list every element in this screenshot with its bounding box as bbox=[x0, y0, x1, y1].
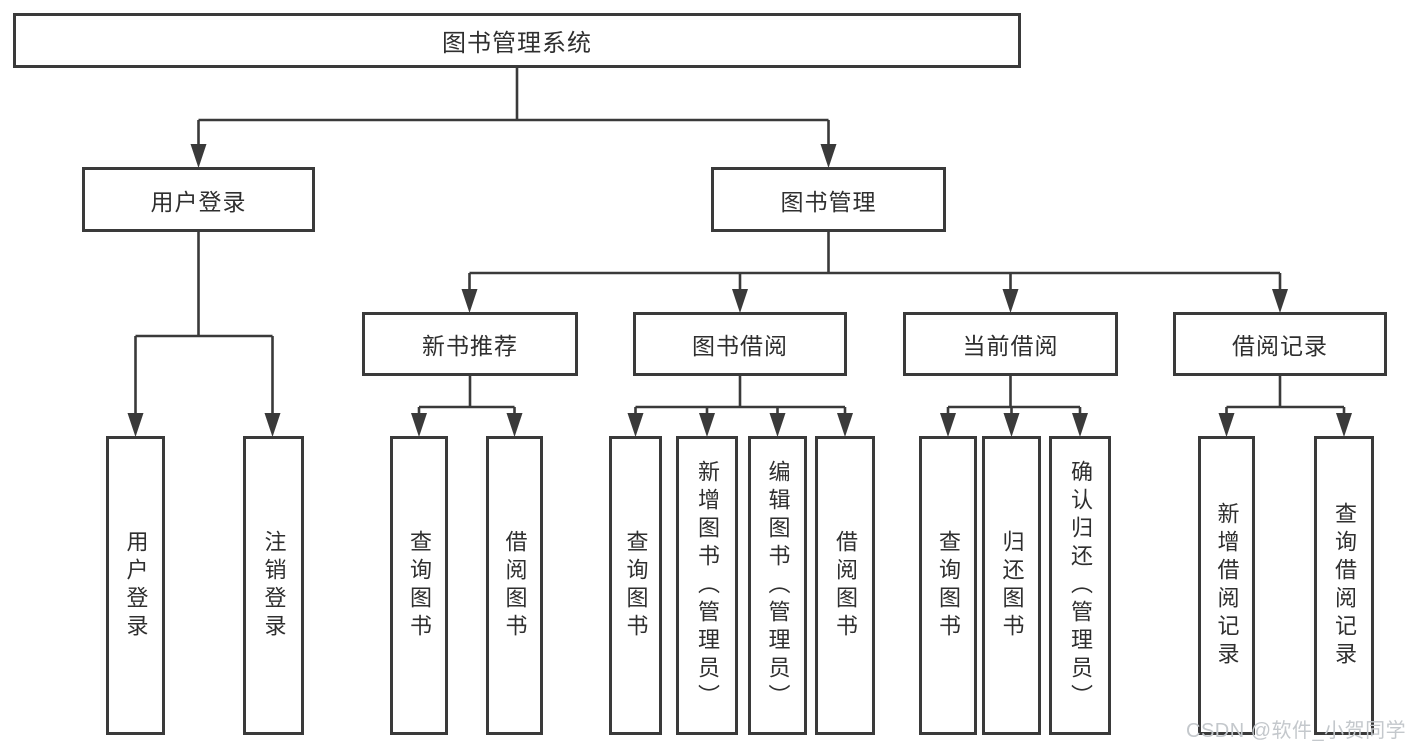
node-root: 图书管理系统 bbox=[13, 13, 1021, 68]
leaf-logout-label: 注销登录 bbox=[261, 529, 287, 642]
watermark: CSDN @软件_小贺同学 bbox=[1186, 720, 1405, 742]
node-borrowing-records-label: 借阅记录 bbox=[1232, 333, 1328, 359]
leaf-return-books: 归还图书 bbox=[982, 436, 1041, 735]
node-borrowing-records: 借阅记录 bbox=[1173, 312, 1387, 376]
arrow-down-icon bbox=[506, 413, 523, 437]
leaf-add-books-admin: 新增图书（管理员） bbox=[676, 436, 738, 735]
leaf-borrow-books-recommend: 借阅图书 bbox=[486, 436, 543, 735]
arrow-down-icon bbox=[699, 413, 715, 437]
connector-root-level2 bbox=[197, 68, 830, 146]
arrow-down-icon bbox=[940, 413, 956, 437]
node-new-book-recommend-label: 新书推荐 bbox=[422, 333, 518, 359]
leaf-query-borrow-record-label: 查询借阅记录 bbox=[1332, 501, 1357, 670]
leaf-query-books-recommend: 查询图书 bbox=[390, 436, 448, 735]
node-root-label: 图书管理系统 bbox=[442, 30, 592, 57]
arrow-down-icon bbox=[820, 144, 837, 168]
node-book-borrowing: 图书借阅 bbox=[633, 312, 847, 376]
leaf-query-books-borrowing-label: 查询图书 bbox=[623, 529, 649, 642]
arrow-down-icon bbox=[769, 413, 786, 437]
leaf-borrow-books-recommend-label: 借阅图书 bbox=[502, 529, 528, 642]
leaf-confirm-return-admin-label: 确认归还（管理员） bbox=[1068, 459, 1093, 712]
leaf-confirm-return-admin: 确认归还（管理员） bbox=[1049, 436, 1111, 735]
arrow-down-icon bbox=[732, 289, 748, 313]
arrow-down-icon bbox=[411, 413, 427, 437]
connector-bookmgmt-level3 bbox=[468, 232, 1282, 291]
arrow-down-icon bbox=[1218, 413, 1235, 437]
leaf-query-borrow-record: 查询借阅记录 bbox=[1314, 436, 1374, 735]
leaf-edit-books-admin: 编辑图书（管理员） bbox=[748, 436, 807, 735]
node-new-book-recommend: 新书推荐 bbox=[362, 312, 578, 376]
arrow-down-icon bbox=[461, 289, 478, 313]
arrow-down-icon bbox=[1003, 413, 1020, 437]
arrow-down-icon bbox=[837, 413, 853, 437]
arrow-down-icon bbox=[627, 413, 644, 437]
connector-recommend-leaves bbox=[417, 376, 516, 415]
connector-userlogin-leaves bbox=[134, 232, 274, 415]
arrow-down-icon bbox=[190, 144, 207, 168]
leaf-logout: 注销登录 bbox=[243, 436, 304, 735]
arrow-down-icon bbox=[1002, 289, 1019, 313]
leaf-edit-books-admin-label: 编辑图书（管理员） bbox=[765, 459, 791, 712]
node-user-login-label: 用户登录 bbox=[150, 188, 247, 215]
node-book-management-label: 图书管理 bbox=[780, 188, 877, 215]
arrow-down-icon bbox=[1072, 413, 1088, 437]
leaf-borrow-books-borrowing: 借阅图书 bbox=[815, 436, 875, 735]
connector-records-leaves bbox=[1225, 376, 1346, 415]
node-book-management: 图书管理 bbox=[711, 167, 946, 232]
node-current-borrowing-label: 当前借阅 bbox=[962, 333, 1059, 359]
connector-current-leaves bbox=[946, 376, 1082, 415]
leaf-add-books-admin-label: 新增图书（管理员） bbox=[695, 459, 720, 712]
node-user-login: 用户登录 bbox=[82, 167, 315, 232]
leaf-query-books-current-label: 查询图书 bbox=[936, 529, 961, 642]
leaf-return-books-label: 归还图书 bbox=[999, 529, 1025, 642]
arrow-down-icon bbox=[127, 413, 144, 437]
arrow-down-icon bbox=[1272, 289, 1288, 313]
node-book-borrowing-label: 图书借阅 bbox=[692, 333, 788, 359]
leaf-user-login-label: 用户登录 bbox=[123, 529, 149, 642]
arrow-down-icon bbox=[1336, 413, 1352, 437]
leaf-user-login: 用户登录 bbox=[106, 436, 165, 735]
leaf-add-borrow-record-label: 新增借阅记录 bbox=[1214, 501, 1240, 670]
arrow-down-icon bbox=[264, 413, 281, 437]
leaf-add-borrow-record: 新增借阅记录 bbox=[1198, 436, 1255, 735]
leaf-borrow-books-borrowing-label: 借阅图书 bbox=[833, 529, 858, 642]
leaf-query-books-current: 查询图书 bbox=[919, 436, 977, 735]
node-current-borrowing: 当前借阅 bbox=[903, 312, 1118, 376]
connector-borrowing-leaves bbox=[634, 376, 847, 415]
leaf-query-books-recommend-label: 查询图书 bbox=[407, 529, 432, 642]
leaf-query-books-borrowing: 查询图书 bbox=[609, 436, 662, 735]
